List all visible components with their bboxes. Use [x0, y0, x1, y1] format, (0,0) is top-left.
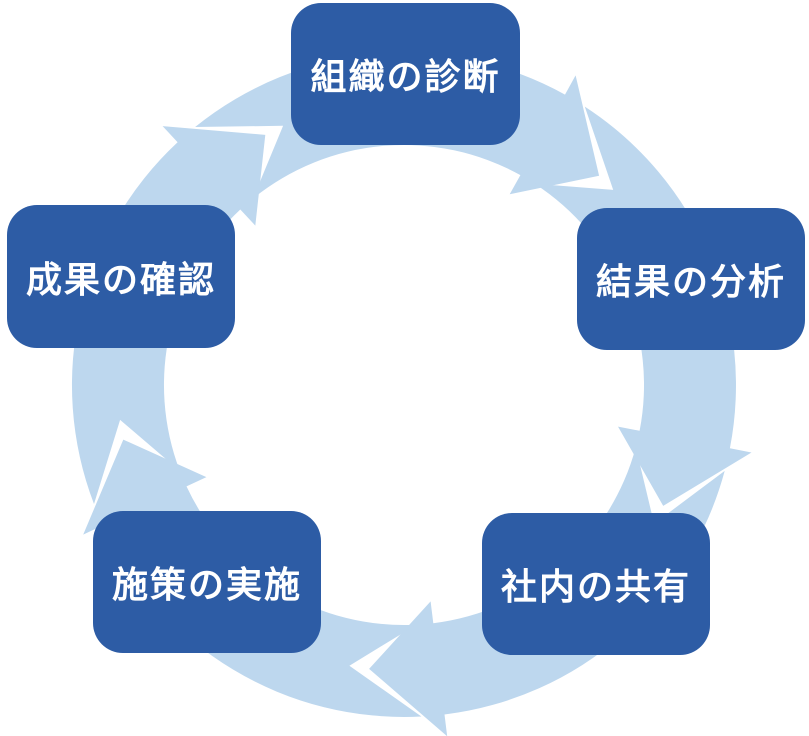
- cycle-node-left: 成果の確認: [7, 205, 235, 348]
- cycle-node-top-label: 組織の診断: [310, 56, 501, 97]
- cycle-node-bottom-left: 施策の実施: [93, 511, 321, 653]
- cycle-node-left-label: 成果の確認: [25, 258, 216, 300]
- cycle-node-bottom-right: 社内の共有: [482, 513, 710, 655]
- cycle-node-top: 組織の診断: [291, 3, 520, 145]
- cycle-node-right: 結果の分析: [577, 208, 805, 350]
- cycle-node-right-label: 結果の分析: [595, 261, 786, 302]
- cycle-node-bottom-right-label: 社内の共有: [500, 566, 691, 607]
- cycle-node-bottom-left-label: 施策の実施: [111, 564, 302, 605]
